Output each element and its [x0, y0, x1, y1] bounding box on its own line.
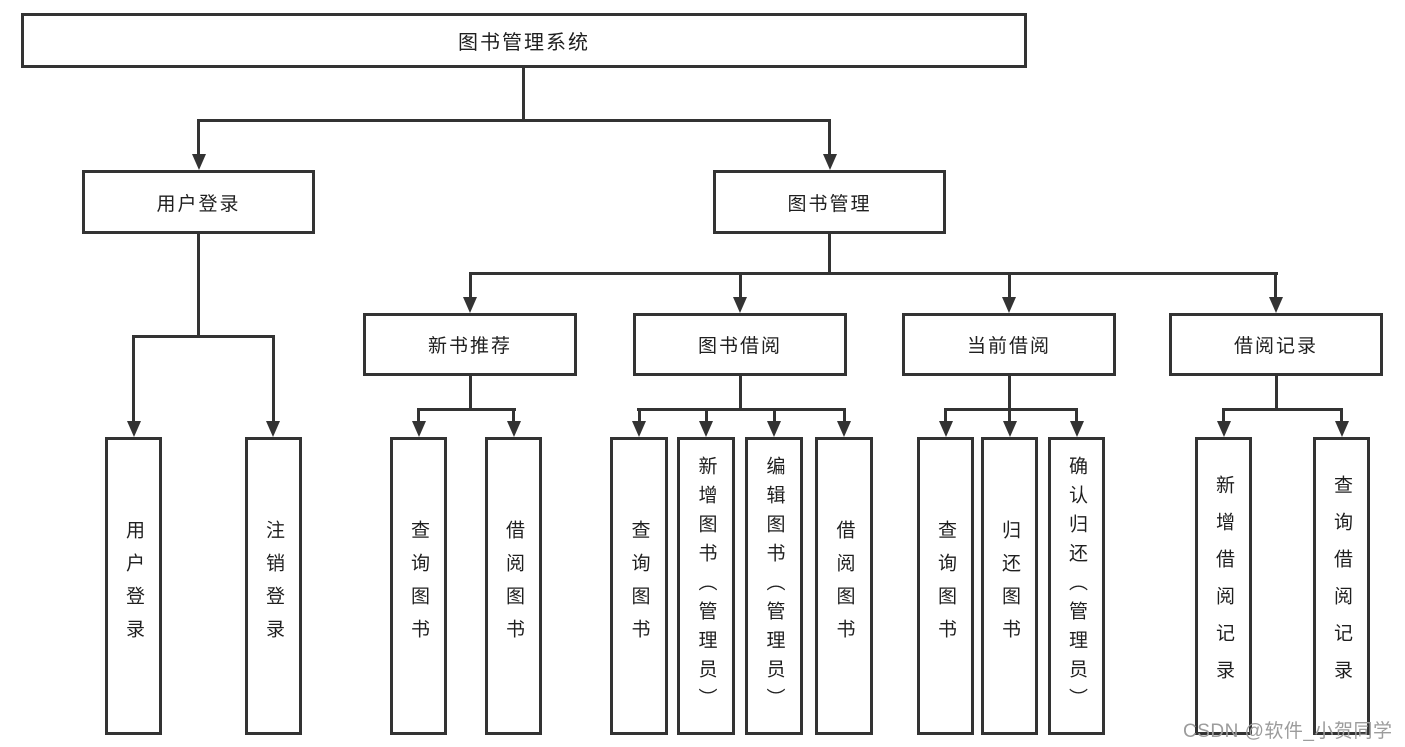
connector-line: [739, 376, 742, 410]
connector-line: [637, 408, 846, 411]
connector-line: [1275, 376, 1278, 410]
connector-line: [828, 119, 831, 157]
leaf-borrow-books-2: 借阅图书: [815, 437, 873, 735]
arrow-down-icon: [733, 297, 747, 313]
connector-line: [469, 272, 472, 300]
connector-line: [705, 408, 708, 423]
connector-line: [417, 408, 516, 411]
connector-line: [1008, 408, 1011, 423]
arrow-down-icon: [823, 154, 837, 170]
node-book-borrow: 图书借阅: [633, 313, 847, 376]
connector-line: [1222, 408, 1343, 411]
node-new-book-recommend: 新书推荐: [363, 313, 577, 376]
arrow-down-icon: [1002, 297, 1016, 313]
leaf-query-books-3: 查询图书: [917, 437, 974, 735]
node-root-system: 图书管理系统: [21, 13, 1027, 68]
leaf-add-borrow-record: 新增借阅记录: [1195, 437, 1252, 735]
connector-line: [272, 335, 275, 423]
connector-line: [132, 335, 275, 338]
arrow-down-icon: [127, 421, 141, 437]
connector-line: [773, 408, 776, 423]
connector-line: [944, 408, 947, 423]
connector-line: [522, 68, 525, 122]
connector-line: [1274, 272, 1277, 300]
arrow-down-icon: [1217, 421, 1231, 437]
connector-line: [1008, 272, 1011, 300]
connector-line: [944, 408, 1078, 411]
arrow-down-icon: [266, 421, 280, 437]
arrow-down-icon: [837, 421, 851, 437]
connector-line: [469, 376, 472, 410]
arrow-down-icon: [192, 154, 206, 170]
connector-line: [843, 408, 846, 423]
arrow-down-icon: [1269, 297, 1283, 313]
arrow-down-icon: [767, 421, 781, 437]
arrow-down-icon: [412, 421, 426, 437]
leaf-query-books-2: 查询图书: [610, 437, 668, 735]
connector-line: [197, 119, 831, 122]
arrow-down-icon: [1003, 421, 1017, 437]
connector-line: [197, 234, 200, 338]
arrow-down-icon: [463, 297, 477, 313]
arrow-down-icon: [507, 421, 521, 437]
arrow-down-icon: [939, 421, 953, 437]
csdn-watermark: CSDN @软件_小贺同学: [1183, 721, 1393, 742]
leaf-logout: 注销登录: [245, 437, 302, 735]
arrow-down-icon: [1335, 421, 1349, 437]
arrow-down-icon: [632, 421, 646, 437]
connector-line: [638, 408, 641, 423]
leaf-edit-book-admin: 编辑图书（管理员）: [745, 437, 803, 735]
node-current-borrow: 当前借阅: [902, 313, 1116, 376]
node-book-management: 图书管理: [713, 170, 946, 234]
connector-line: [1222, 408, 1225, 423]
leaf-return-book: 归还图书: [981, 437, 1038, 735]
connector-line: [739, 272, 742, 300]
leaf-borrow-books-1: 借阅图书: [485, 437, 542, 735]
node-user-login: 用户登录: [82, 170, 315, 234]
connector-line: [469, 272, 1278, 275]
leaf-query-books-1: 查询图书: [390, 437, 447, 735]
connector-line: [197, 119, 200, 157]
connector-line: [1008, 376, 1011, 410]
leaf-add-book-admin: 新增图书（管理员）: [677, 437, 735, 735]
connector-line: [512, 408, 515, 423]
leaf-user-login: 用户登录: [105, 437, 162, 735]
node-borrow-records: 借阅记录: [1169, 313, 1383, 376]
connector-line: [417, 408, 420, 423]
leaf-confirm-return-admin: 确认归还（管理员）: [1048, 437, 1105, 735]
connector-line: [1340, 408, 1343, 423]
connector-line: [1075, 408, 1078, 423]
connector-line: [132, 335, 135, 423]
arrow-down-icon: [1070, 421, 1084, 437]
leaf-query-borrow-record: 查询借阅记录: [1313, 437, 1370, 735]
connector-line: [828, 234, 831, 275]
arrow-down-icon: [699, 421, 713, 437]
